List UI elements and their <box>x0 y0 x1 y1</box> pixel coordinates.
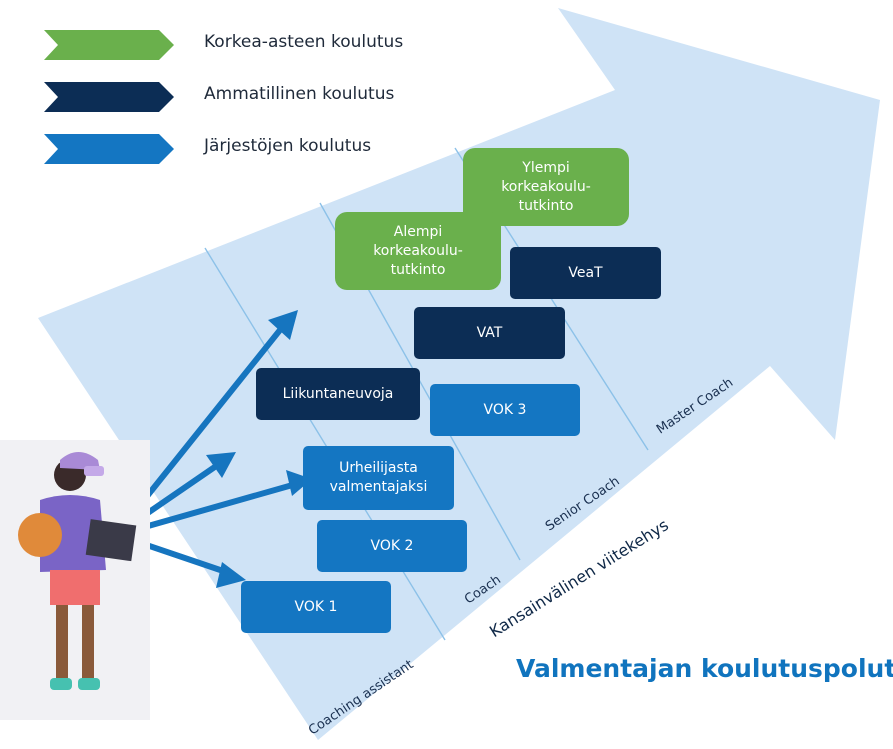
box-vat: VAT <box>414 307 565 359</box>
legend-arrow-blue-icon <box>44 134 174 164</box>
legend-label: Korkea-asteen koulutus <box>204 32 404 52</box>
pathway-arrow-head-1 <box>268 310 298 340</box>
box-veat: VeaT <box>510 247 661 299</box>
box-urheilijasta-valmentajaksi: Urheilijasta valmentajaksi <box>303 446 454 510</box>
box-vok-2: VOK 2 <box>317 520 467 572</box>
pathway-arrow-head-4 <box>216 562 246 588</box>
pathway-arrow-head-3 <box>286 470 312 496</box>
box-alempi-korkeakoulututkinto: Alempi korkeakoulu- tutkinto <box>335 212 501 290</box>
level-divider-1 <box>204 247 446 641</box>
legend-arrow-green-icon <box>44 30 174 60</box>
diagram-title: Valmentajan koulutuspolut <box>516 654 893 683</box>
legend-label: Järjestöjen koulutus <box>204 136 372 156</box>
pathway-arrow-head-2 <box>206 452 236 478</box>
big-background-arrow <box>38 8 880 740</box>
box-vok-1: VOK 1 <box>241 581 391 633</box>
box-vok-3: VOK 3 <box>430 384 580 436</box>
legend-label: Ammatillinen koulutus <box>204 84 395 104</box>
legend-arrow-navy-icon <box>44 82 174 112</box>
box-liikuntaneuvoja: Liikuntaneuvoja <box>256 368 420 420</box>
coach-illustration <box>0 440 150 720</box>
